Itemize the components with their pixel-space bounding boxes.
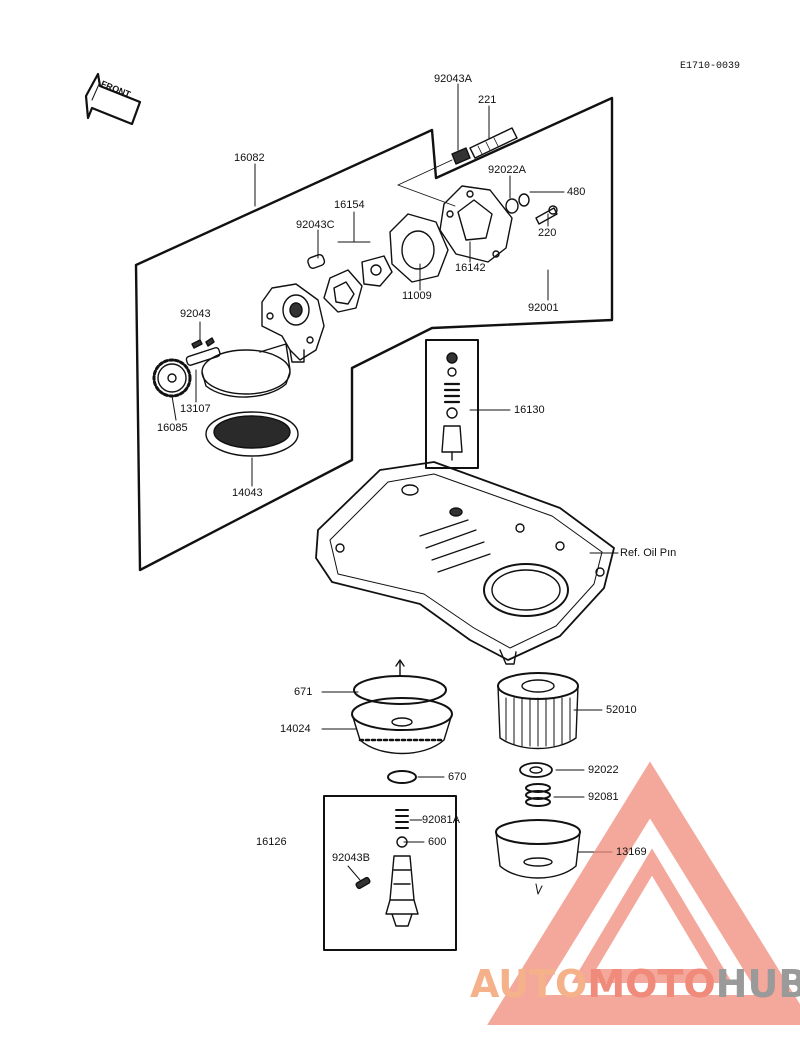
shaft-13107 [185,347,221,366]
part-label-92022A: 92022A [488,164,526,176]
front-arrow-icon [84,72,142,126]
part-label-13169: 13169 [616,846,647,858]
part-label-480: 480 [567,186,586,198]
part-label-16082: 16082 [234,152,265,164]
part-label-221: 221 [478,94,497,106]
part-label-16142: 16142 [455,262,486,274]
part-label-92043A: 92043A [434,73,472,85]
watermark-moto: MOTO [587,962,716,1006]
part-label-14024: 14024 [280,723,311,735]
pump-body [261,283,325,363]
part-label-11009: 11009 [402,290,432,302]
relief-valve-16130 [425,339,479,469]
o-ring-670 [387,770,417,784]
oil-filter-52010 [497,672,579,750]
part-label-670: 670 [448,771,467,783]
part-label-220: 220 [538,227,557,239]
part-label-52010: 52010 [606,704,637,716]
part-label-16085: 16085 [157,422,188,434]
washer-92022 [519,762,553,778]
pump-cover-16142 [439,185,513,263]
gasket-11009 [389,213,449,283]
watermark-text: AUTOMOTOHUB [470,962,800,1006]
part-label-92081: 92081 [588,791,619,803]
leader-lines [171,83,619,881]
part-label-92001: 92001 [528,302,559,314]
part-label-13107: 13107 [180,403,211,415]
washer-92022A [505,198,519,214]
pump-assembly-boundary [134,96,614,572]
alignment-lines [397,159,456,207]
drawing-code: E1710-0039 [680,61,741,72]
part-label-14043: 14043 [232,487,263,499]
part-label-92081A: 92081A [422,814,460,826]
part-label-92043C: 92043C [296,219,335,231]
part-label-600: 600 [428,836,447,848]
part-label-16130: 16130 [514,404,545,416]
pin-92043C [307,253,326,269]
bypass-valve-16126 [323,795,457,951]
pin-92043B [355,876,371,890]
oil-pan [315,461,615,665]
part-label-92043: 92043 [180,308,211,320]
part-label-92022: 92022 [588,764,619,776]
o-ring-671 [353,659,447,705]
spring-92081 [525,783,551,807]
rotor-16154 [323,255,393,313]
watermark-hub: HUB [715,962,800,1006]
collar-92043A [451,147,471,165]
bolt-221 [469,127,518,159]
part-label-671: 671 [294,686,313,698]
screen-14043 [205,411,299,457]
sprocket-16085 [152,358,192,398]
filter-cover-14024 [351,697,453,755]
part-label-16126: 16126 [256,836,287,848]
washer-92022-hole [529,766,543,774]
part-label-16154: 16154 [334,199,365,211]
watermark-logo [487,761,800,1025]
oil-strainer-pickup [201,343,291,398]
ref-oil-pan-label: Ref. Oil Pın [620,547,677,559]
filter-cup-13169 [495,819,581,895]
nut-480 [518,193,530,207]
bolt-220 [535,205,558,225]
pin-92043 [191,337,215,349]
watermark-auto: AUTO [470,962,588,1006]
part-label-92043B: 92043B [332,852,370,864]
